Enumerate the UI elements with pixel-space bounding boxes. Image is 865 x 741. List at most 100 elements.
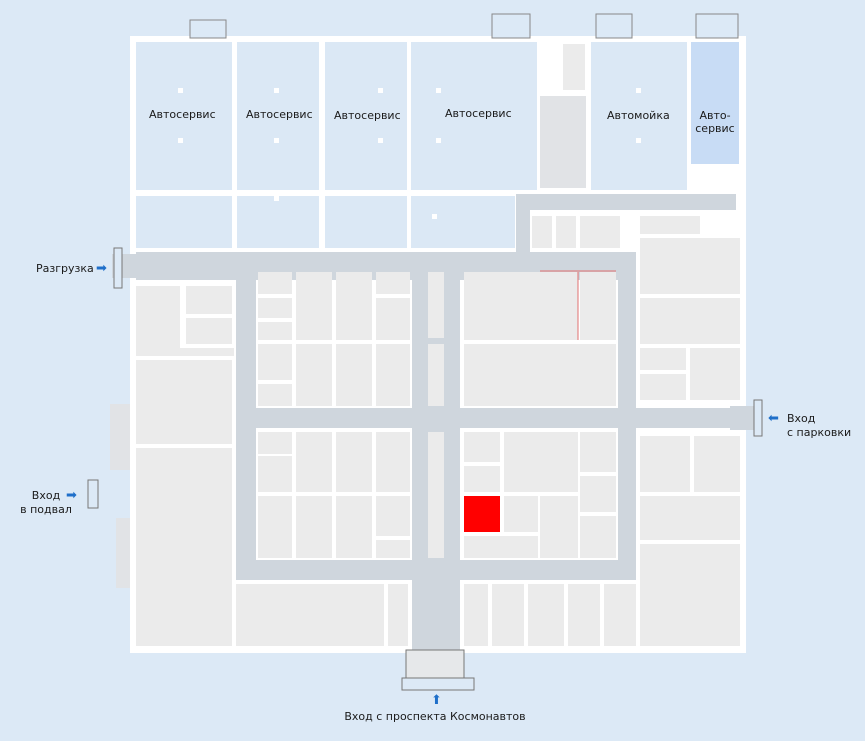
room[interactable] — [376, 344, 410, 406]
room[interactable] — [376, 496, 410, 536]
room[interactable] — [640, 374, 686, 400]
room[interactable] — [640, 216, 700, 234]
room[interactable] — [640, 496, 740, 540]
room[interactable] — [464, 584, 488, 646]
room[interactable] — [258, 496, 292, 558]
room[interactable] — [336, 496, 372, 558]
bay-label-line2: сервис — [695, 122, 735, 135]
room[interactable] — [580, 432, 616, 472]
bay-label-autoservice-5: Авто- сервис — [692, 109, 738, 135]
parking-label-line2: с парковки — [787, 426, 852, 439]
room[interactable] — [296, 432, 332, 492]
stair-core — [540, 96, 586, 188]
room[interactable] — [540, 496, 578, 558]
room[interactable] — [136, 360, 232, 444]
room[interactable] — [568, 584, 600, 646]
room[interactable] — [580, 216, 620, 248]
room[interactable] — [258, 344, 292, 380]
arrow-right-icon: ➡ — [66, 488, 77, 503]
room[interactable] — [640, 238, 740, 294]
room[interactable] — [428, 272, 444, 338]
room[interactable] — [376, 432, 410, 492]
corridor-service — [516, 194, 736, 210]
room[interactable] — [640, 298, 740, 344]
corridor-service-link — [516, 194, 530, 252]
main-entrance-vestibule — [405, 649, 465, 681]
parking-label-line1: Вход — [787, 412, 816, 425]
room[interactable] — [376, 540, 410, 558]
bay-autoservice-2[interactable] — [237, 42, 319, 190]
room[interactable] — [186, 286, 232, 314]
room[interactable] — [492, 584, 524, 646]
room-selected[interactable] — [464, 496, 500, 532]
room[interactable] — [186, 318, 232, 344]
gate — [189, 19, 227, 39]
room[interactable] — [136, 448, 232, 646]
room[interactable] — [428, 344, 444, 406]
room[interactable] — [556, 216, 576, 248]
corridor-east — [618, 252, 636, 580]
room[interactable] — [258, 432, 292, 454]
room[interactable] — [376, 298, 410, 340]
room[interactable] — [640, 348, 686, 370]
room[interactable] — [580, 272, 616, 340]
room[interactable] — [604, 584, 636, 646]
bay-autoservice-5[interactable] — [691, 42, 739, 164]
room[interactable] — [640, 544, 740, 646]
room[interactable] — [170, 348, 234, 356]
gate — [695, 13, 739, 39]
room[interactable] — [464, 466, 500, 492]
room[interactable] — [336, 272, 372, 340]
room[interactable] — [258, 322, 292, 340]
room[interactable] — [296, 496, 332, 558]
bay-label-carwash: Автомойка — [607, 109, 670, 122]
room[interactable] — [464, 536, 538, 558]
room[interactable] — [258, 384, 292, 406]
room[interactable] — [640, 436, 690, 492]
room[interactable] — [580, 476, 616, 512]
room[interactable] — [690, 348, 740, 400]
room[interactable] — [694, 436, 740, 492]
room[interactable] — [428, 432, 444, 558]
room[interactable] — [532, 216, 552, 248]
room[interactable] — [336, 432, 372, 492]
room[interactable] — [528, 584, 564, 646]
room[interactable] — [504, 496, 538, 532]
main-entrance-label: Вход с проспекта Космонавтов — [344, 710, 526, 723]
arrow-up-icon: ⬆ — [431, 693, 442, 708]
arrow-right-icon: ➡ — [96, 261, 107, 276]
corridor-south — [236, 560, 632, 580]
bay-lower-2 — [237, 196, 319, 248]
room[interactable] — [376, 272, 410, 294]
basement-label-line2: в подвал — [20, 503, 72, 516]
room[interactable] — [296, 272, 332, 340]
room[interactable] — [258, 272, 292, 294]
unloading-label: Разгрузка — [36, 262, 94, 275]
room[interactable] — [296, 344, 332, 406]
bay-label-autoservice-2: Автосервис — [246, 108, 313, 121]
bay-lower-3 — [325, 196, 407, 248]
room[interactable] — [236, 584, 384, 646]
parking-entrance-door — [753, 399, 763, 437]
arrow-left-icon: ⬅ — [768, 411, 779, 426]
room[interactable] — [258, 298, 292, 318]
bay-lower-1 — [136, 196, 232, 248]
room[interactable] — [336, 344, 372, 406]
staircase-west-2 — [116, 518, 130, 588]
room[interactable] — [258, 456, 292, 492]
bay-autoservice-3[interactable] — [325, 42, 407, 190]
bay-autoservice-4[interactable] — [411, 42, 537, 190]
bay-autoservice-1[interactable] — [136, 42, 232, 190]
basement-entrance-label: Вход в подвал — [12, 489, 80, 517]
room[interactable] — [464, 344, 616, 406]
corridor-middle — [236, 408, 760, 428]
room[interactable] — [504, 432, 578, 492]
room[interactable] — [580, 516, 616, 558]
room[interactable] — [464, 272, 578, 340]
room[interactable] — [464, 432, 500, 462]
basement-label-line1: Вход — [31, 489, 61, 502]
bay-carwash[interactable] — [591, 42, 687, 190]
room[interactable] — [136, 286, 180, 356]
room[interactable] — [388, 584, 408, 646]
